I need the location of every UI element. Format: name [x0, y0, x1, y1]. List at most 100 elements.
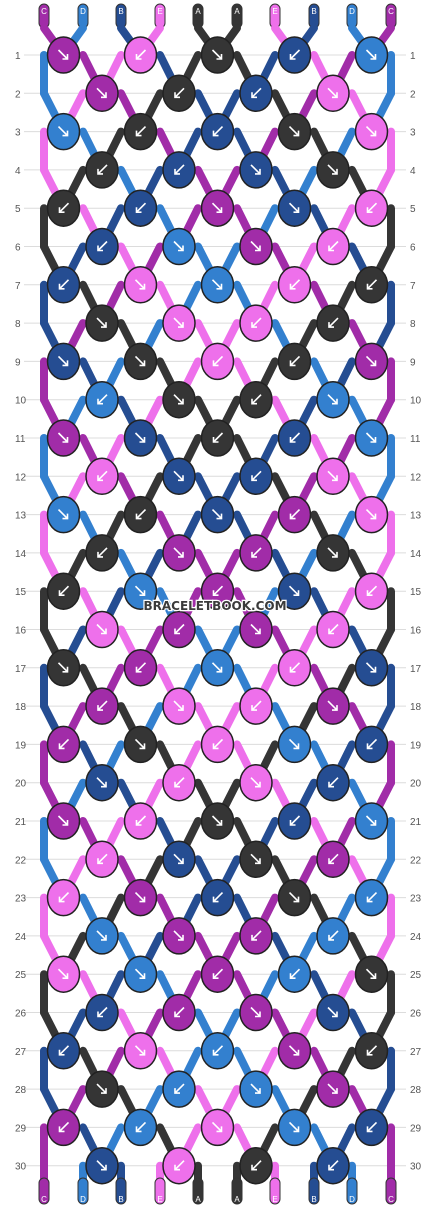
string-letter-bottom: D — [349, 1195, 355, 1204]
forward-knot-arrow-icon — [327, 1083, 338, 1094]
string-end-bottom — [77, 1177, 89, 1205]
string-end-bottom — [115, 1177, 127, 1205]
string-letter-top: C — [41, 7, 47, 16]
forward-knot-arrow-icon — [134, 892, 146, 903]
string-letter-bottom: A — [234, 1195, 240, 1204]
backward-knot-arrow-icon — [328, 853, 339, 865]
backward-knot-arrow-icon — [212, 355, 224, 367]
backward-knot-arrow-icon — [212, 432, 224, 443]
backward-knot-arrow-icon — [366, 202, 378, 213]
row-number: 8 — [410, 319, 416, 330]
forward-knot-arrow-icon — [134, 432, 146, 443]
backward-knot-arrow-icon — [366, 1045, 378, 1056]
string-letter-bottom: A — [195, 1195, 201, 1204]
string-end-bottom — [385, 1177, 397, 1205]
string-letter-bottom: D — [80, 1195, 86, 1204]
backward-knot-arrow-icon — [97, 1006, 108, 1018]
forward-knot-arrow-icon — [365, 126, 377, 137]
backward-knot-arrow-icon — [251, 547, 262, 558]
backward-knot-arrow-icon — [212, 968, 224, 979]
forward-knot-arrow-icon — [96, 777, 107, 788]
backward-knot-arrow-icon — [289, 662, 301, 673]
row-number: 20 — [410, 779, 422, 790]
backward-knot-arrow-icon — [212, 585, 224, 596]
forward-knot-arrow-icon — [211, 202, 223, 213]
forward-knot-arrow-icon — [134, 968, 146, 979]
backward-knot-arrow-icon — [58, 892, 70, 903]
forward-knot-arrow-icon — [250, 1006, 261, 1018]
row-number: 10 — [410, 396, 422, 407]
row-number: 10 — [15, 396, 27, 407]
forward-knot-arrow-icon — [57, 126, 69, 137]
row-number: 9 — [410, 357, 416, 368]
row-number: 3 — [15, 128, 21, 139]
string-end-bottom — [154, 1177, 166, 1205]
forward-knot-arrow-icon — [173, 853, 184, 865]
string-letter-top: C — [388, 7, 394, 16]
forward-knot-arrow-icon — [250, 164, 261, 175]
forward-knot-arrow-icon — [173, 240, 184, 252]
row-number: 9 — [15, 357, 21, 368]
forward-knot-arrow-icon — [96, 1083, 107, 1094]
row-number: 6 — [15, 243, 21, 254]
forward-knot-arrow-icon — [250, 1083, 261, 1094]
row-number: 25 — [410, 970, 422, 981]
row-number: 14 — [410, 549, 422, 560]
string-letter-top: B — [118, 7, 123, 16]
string-letter-bottom: B — [311, 1195, 316, 1204]
forward-knot-arrow-icon — [327, 547, 338, 558]
backward-knot-arrow-icon — [251, 470, 262, 482]
row-number: 5 — [15, 204, 21, 215]
backward-knot-arrow-icon — [212, 738, 224, 750]
forward-knot-arrow-icon — [96, 1160, 107, 1171]
forward-knot-arrow-icon — [288, 126, 300, 137]
backward-knot-arrow-icon — [328, 317, 339, 328]
backward-knot-arrow-icon — [251, 1160, 262, 1171]
row-number: 23 — [15, 894, 27, 905]
string-end-bottom — [308, 1177, 320, 1205]
forward-knot-arrow-icon — [96, 930, 107, 941]
backward-knot-arrow-icon — [174, 777, 185, 788]
string-letter-top: E — [272, 7, 277, 16]
backward-knot-arrow-icon — [366, 892, 378, 903]
string-letter-bottom: B — [118, 1195, 123, 1204]
row-number: 17 — [15, 664, 27, 675]
backward-knot-arrow-icon — [289, 968, 301, 979]
forward-knot-arrow-icon — [96, 623, 107, 635]
forward-knot-arrow-icon — [288, 202, 300, 213]
forward-knot-arrow-icon — [57, 509, 69, 520]
forward-knot-arrow-icon — [365, 355, 377, 367]
row-number: 15 — [410, 587, 422, 598]
row-number: 28 — [15, 1085, 27, 1096]
string-end-bottom — [346, 1177, 358, 1205]
backward-knot-arrow-icon — [366, 1121, 378, 1133]
string-letter-top: A — [234, 7, 240, 16]
backward-knot-arrow-icon — [135, 509, 147, 520]
backward-knot-arrow-icon — [366, 279, 378, 290]
forward-knot-arrow-icon — [173, 317, 184, 328]
string-end-bottom — [269, 1177, 281, 1205]
backward-knot-arrow-icon — [366, 738, 378, 750]
backward-knot-arrow-icon — [251, 700, 262, 711]
backward-knot-arrow-icon — [212, 892, 224, 903]
string-letter-top: A — [195, 7, 201, 16]
row-number: 11 — [15, 434, 26, 445]
forward-knot-arrow-icon — [173, 470, 184, 482]
backward-knot-arrow-icon — [97, 853, 108, 865]
forward-knot-arrow-icon — [327, 700, 338, 711]
row-number: 29 — [15, 1123, 27, 1134]
string-end-bottom — [231, 1177, 243, 1205]
backward-knot-arrow-icon — [58, 202, 70, 213]
forward-knot-arrow-icon — [288, 1121, 300, 1133]
row-number: 15 — [15, 587, 27, 598]
string-letter-bottom: E — [272, 1195, 277, 1204]
backward-knot-arrow-icon — [212, 126, 224, 137]
forward-knot-arrow-icon — [57, 49, 69, 60]
forward-knot-arrow-icon — [57, 968, 69, 979]
backward-knot-arrow-icon — [135, 662, 147, 673]
backward-knot-arrow-icon — [135, 1121, 147, 1133]
string-letter-bottom: E — [157, 1195, 162, 1204]
row-number: 5 — [410, 204, 416, 215]
